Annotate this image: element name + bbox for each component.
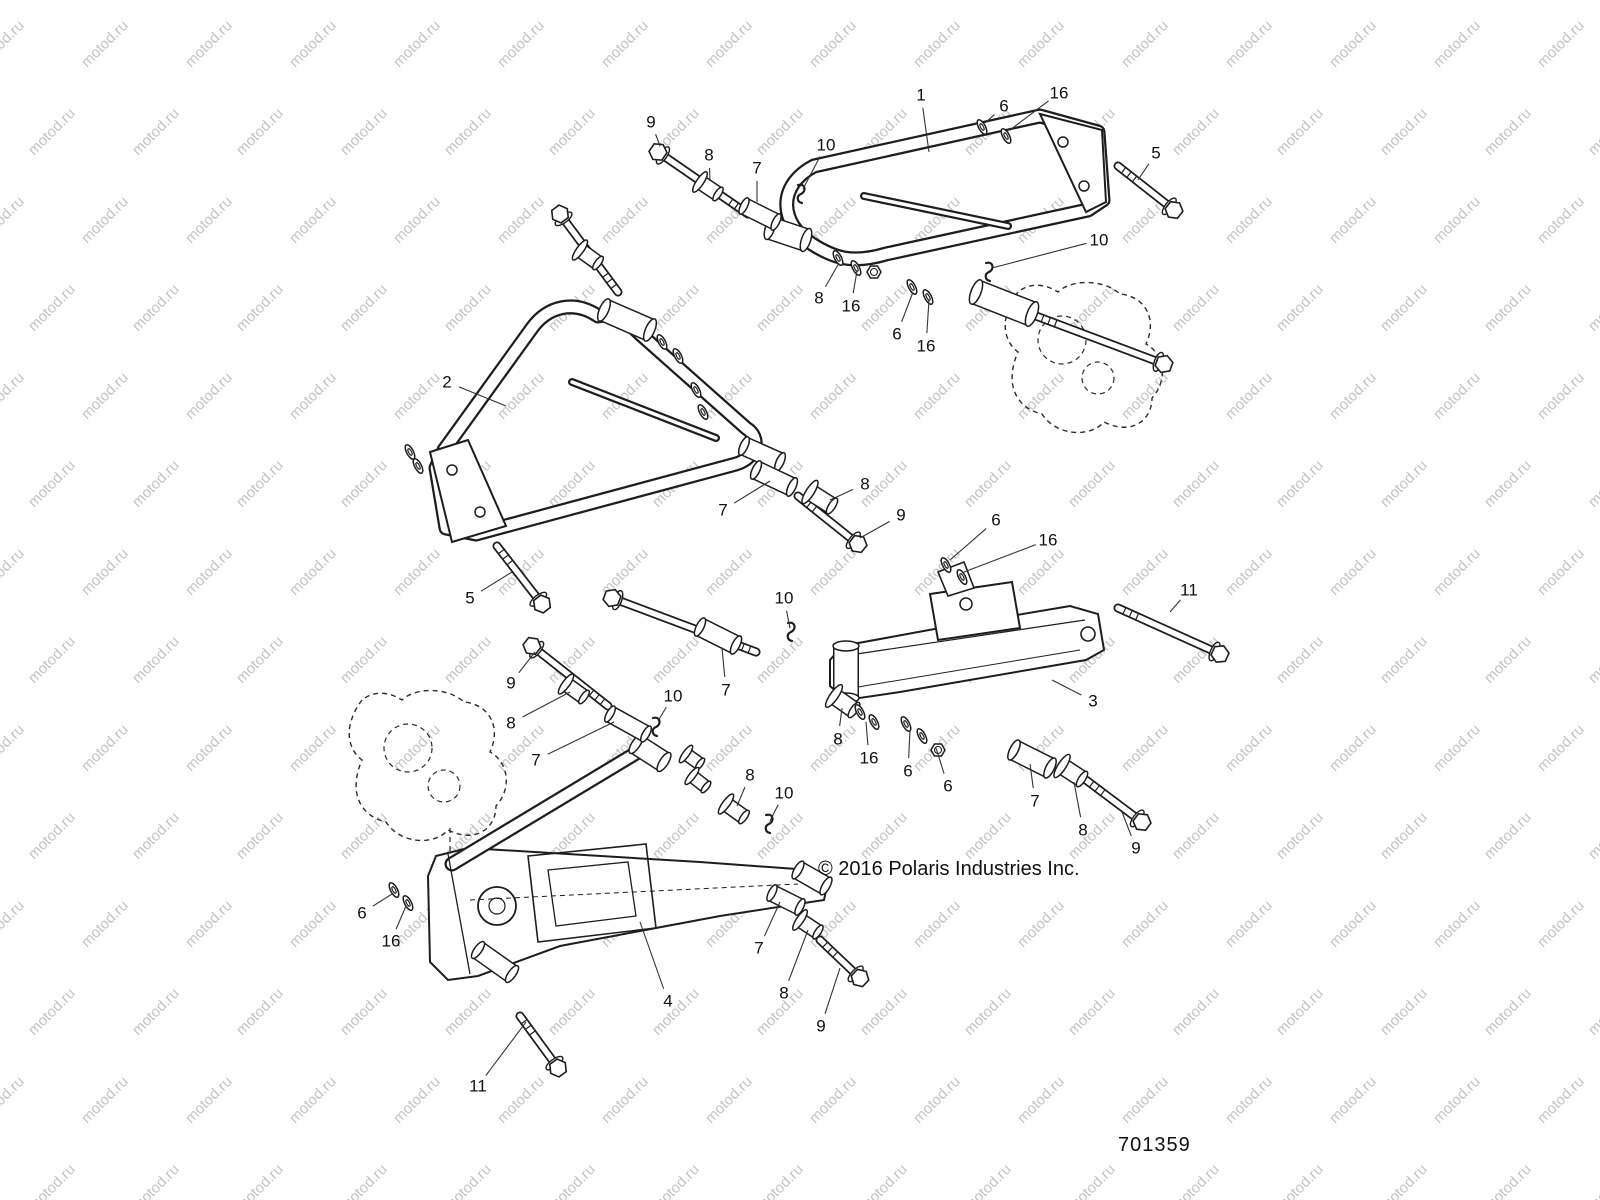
callout-7: 7 <box>718 500 728 520</box>
callout-8: 8 <box>745 765 755 785</box>
upper-control-arm-left <box>428 298 787 544</box>
callout-16: 16 <box>381 931 401 951</box>
callout-10: 10 <box>774 588 794 608</box>
callout-5: 5 <box>1151 143 1161 163</box>
callout-10: 10 <box>1089 230 1109 250</box>
callout-8: 8 <box>860 474 870 494</box>
fasteners-and-bushings <box>388 119 1184 1078</box>
callout-8: 8 <box>506 713 516 733</box>
callout-9: 9 <box>1131 838 1141 858</box>
upper-control-arm-right <box>763 108 1111 267</box>
callout-11: 11 <box>1180 580 1198 600</box>
lower-control-arm-left <box>426 733 833 984</box>
callout-3: 3 <box>1088 691 1098 711</box>
callout-10: 10 <box>774 783 794 803</box>
callout-8: 8 <box>1078 820 1088 840</box>
callout-6: 6 <box>892 324 902 344</box>
callout-7: 7 <box>1030 791 1040 811</box>
callout-7: 7 <box>752 158 762 178</box>
callout-16: 16 <box>859 748 879 768</box>
leader-lines <box>372 100 1181 1076</box>
callout-6: 6 <box>991 510 1001 530</box>
callout-7: 7 <box>531 750 541 770</box>
lower-control-arm-right <box>829 560 1106 704</box>
callout-7: 7 <box>754 938 764 958</box>
callout-10: 10 <box>663 686 683 706</box>
callout-4: 4 <box>663 991 673 1011</box>
callout-9: 9 <box>646 112 656 132</box>
callout-6: 6 <box>357 903 367 923</box>
callout-9: 9 <box>896 505 906 525</box>
callout-16: 16 <box>841 296 861 316</box>
callout-5: 5 <box>465 588 475 608</box>
callout-8: 8 <box>833 729 843 749</box>
callout-10: 10 <box>816 135 836 155</box>
callout-6: 6 <box>999 96 1009 116</box>
diagram-number: 701359 <box>1118 1134 1191 1156</box>
callout-8: 8 <box>814 288 824 308</box>
callout-16: 16 <box>1038 530 1058 550</box>
callout-7: 7 <box>721 680 731 700</box>
callout-16: 16 <box>1049 83 1069 103</box>
callout-2: 2 <box>442 372 452 392</box>
ghost-assemblies <box>348 281 1163 892</box>
callout-11: 11 <box>469 1076 487 1096</box>
callout-16: 16 <box>916 336 936 356</box>
callout-9: 9 <box>816 1016 826 1036</box>
callout-8: 8 <box>779 983 789 1003</box>
callout-8: 8 <box>704 145 714 165</box>
callout-6: 6 <box>903 761 913 781</box>
copyright-text: © 2016 Polaris Industries Inc. <box>818 858 1080 880</box>
long-pivot-bolts <box>602 311 1230 664</box>
callout-6: 6 <box>943 776 953 796</box>
callout-1: 1 <box>916 85 926 105</box>
callout-9: 9 <box>506 673 516 693</box>
